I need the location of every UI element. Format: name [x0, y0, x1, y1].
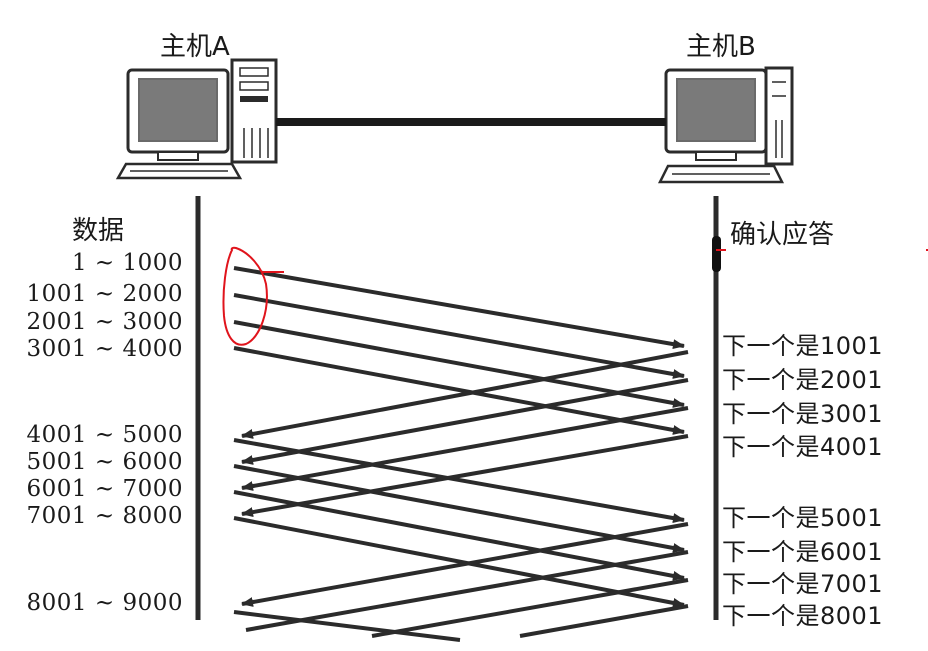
ack-arrow-7	[372, 580, 688, 636]
data-segment-label: 5001 ~ 6000	[27, 449, 183, 475]
ack-label: 下一个是4001	[722, 427, 883, 462]
ack-label: 下一个是7001	[722, 564, 883, 599]
host-b-label: 主机B	[686, 26, 756, 63]
ack-label: 下一个是3001	[722, 394, 883, 429]
data-segment-label: 1 ~ 1000	[72, 250, 183, 276]
data-segment-label: 3001 ~ 4000	[27, 336, 183, 362]
host-a-label: 主机A	[160, 26, 230, 63]
ack-label: 下一个是6001	[722, 532, 883, 567]
data-arrows	[234, 268, 684, 640]
data-segment-label: 2001 ~ 3000	[27, 309, 183, 335]
data-segment-label: 8001 ~ 9000	[27, 590, 183, 616]
data-segment-label: 1001 ~ 2000	[27, 281, 183, 307]
ack-column-header: 确认应答	[730, 214, 834, 251]
ack-label: 下一个是2001	[722, 360, 883, 395]
ack-label: 下一个是8001	[722, 596, 883, 631]
host-b-timeline-marker	[712, 236, 721, 272]
data-segment-label: 7001 ~ 8000	[27, 503, 183, 529]
data-segment-label: 4001 ~ 5000	[27, 422, 183, 448]
ack-arrow-8	[520, 606, 688, 636]
host-a-computer-icon	[118, 60, 276, 178]
ack-label: 下一个是1001	[722, 326, 883, 361]
data-column-header: 数据	[72, 210, 124, 247]
ack-label: 下一个是5001	[722, 498, 883, 533]
host-b-computer-icon	[660, 68, 792, 182]
data-segment-label: 6001 ~ 7000	[27, 476, 183, 502]
